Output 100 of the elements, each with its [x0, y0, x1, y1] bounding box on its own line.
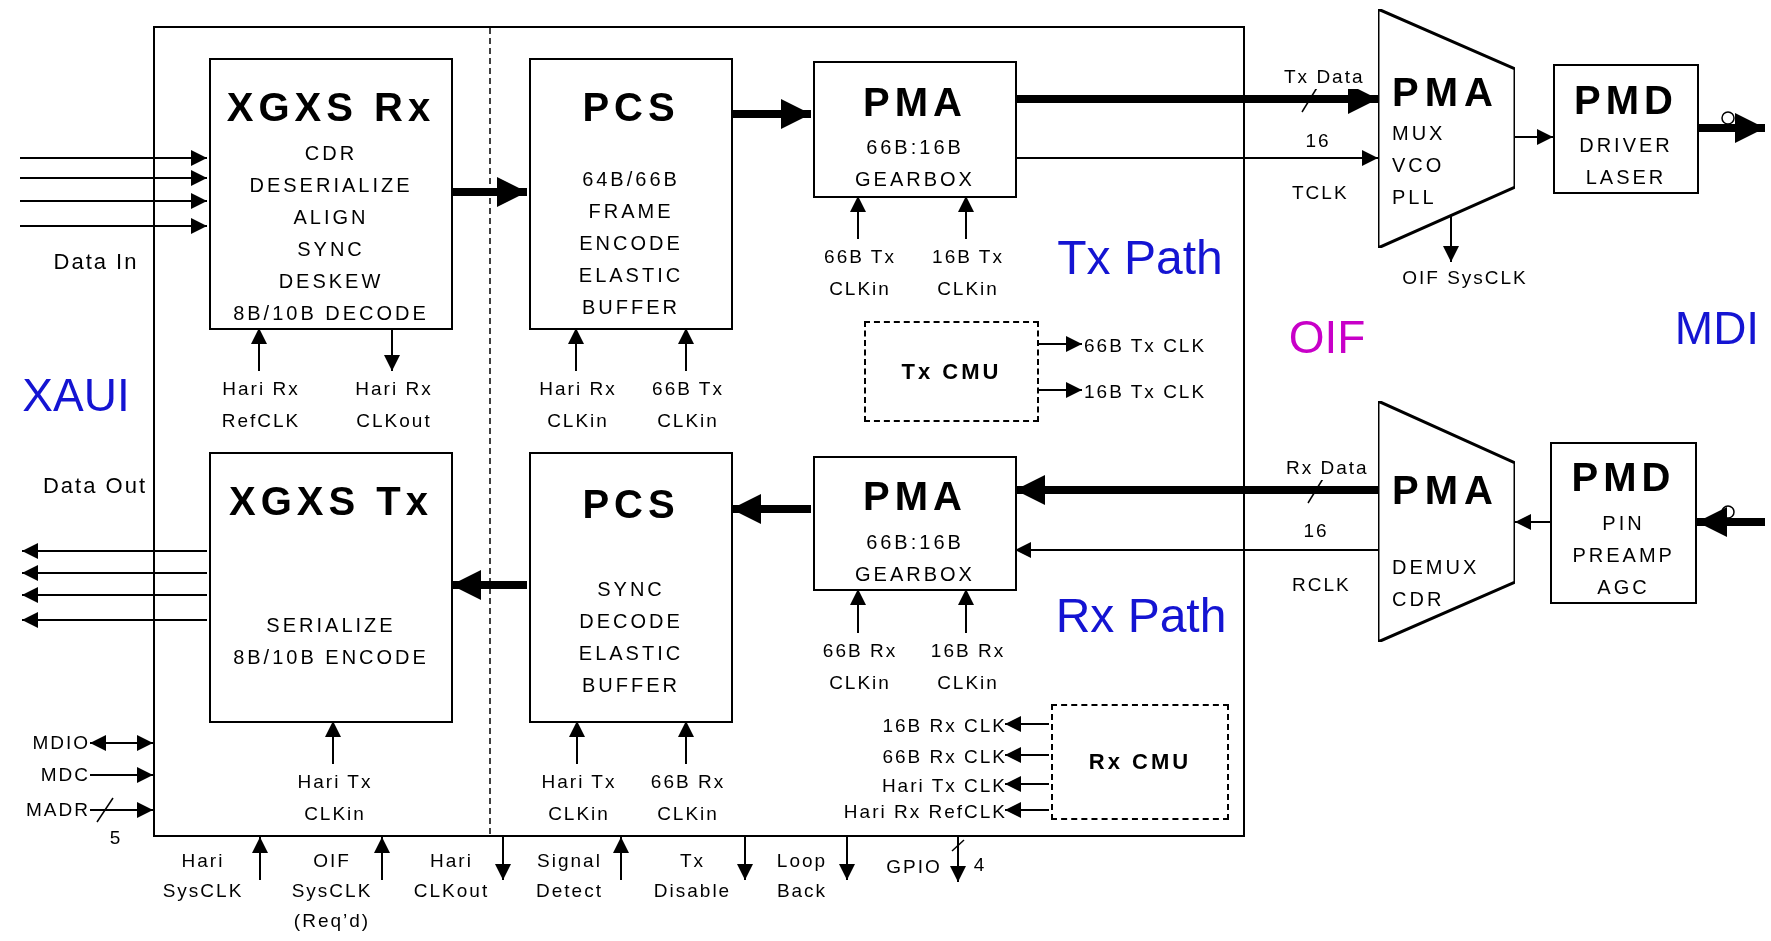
signal-label: OIF SysCLK (Req’d)	[282, 846, 382, 936]
chip-outline	[153, 26, 1245, 837]
arrow	[19, 150, 208, 166]
dashed-block-box	[1051, 704, 1229, 820]
block-title: PMD	[1573, 77, 1679, 124]
arrow	[1036, 382, 1083, 398]
block-box	[1553, 64, 1699, 194]
block-box	[813, 456, 1017, 591]
arrow	[678, 327, 694, 372]
bus-width-label: 16	[1302, 519, 1330, 543]
block-box	[209, 58, 453, 330]
block-text: ALIGN	[292, 205, 370, 230]
arrow	[1004, 747, 1050, 763]
signal-label: 66B Tx CLK	[1084, 331, 1244, 361]
arrow	[958, 588, 974, 634]
arrow	[1004, 776, 1050, 792]
block-title: PMA	[1391, 467, 1499, 514]
port-label: Data Out	[41, 472, 148, 500]
signal-label: 16B Rx CLK	[807, 713, 1007, 739]
arrow	[1036, 336, 1083, 352]
port-label: Data In	[52, 248, 140, 276]
region-label: Rx Path	[1054, 588, 1228, 644]
arrow	[89, 767, 154, 783]
signal-label: OIF SysCLK	[1400, 262, 1530, 326]
signal-label: Loop Back	[757, 846, 847, 906]
arrow	[613, 836, 629, 881]
arrow	[19, 218, 208, 234]
arrow	[1004, 716, 1050, 732]
arrow	[850, 195, 866, 240]
arrow	[21, 565, 208, 581]
bus-width-label: 16	[1304, 129, 1332, 153]
arrow	[678, 720, 694, 765]
signal-label: 66B Rx CLK	[807, 744, 1007, 770]
signal-label: Hari SysCLK	[146, 846, 260, 906]
signal-label: Hari CLKout	[400, 846, 503, 906]
bus-width-label: 4	[972, 853, 988, 877]
block-title: PMA	[862, 473, 968, 520]
signal-label: Hari Rx CLKout	[334, 373, 454, 437]
block-text: PIN PREAMP AGC	[1572, 511, 1675, 600]
arrow	[569, 720, 585, 765]
block-text: DESERIALIZE	[248, 173, 414, 198]
arrow	[737, 836, 753, 881]
block-text: 66B:16B GEARBOX	[855, 135, 975, 192]
block-title: PCS	[581, 481, 681, 528]
signal-label: GPIO	[870, 852, 958, 882]
arrow	[1015, 475, 1378, 505]
block-text: SYNC	[296, 237, 366, 262]
block-title: PMA	[1391, 69, 1499, 116]
block-box	[1550, 442, 1697, 604]
arrow	[958, 195, 974, 240]
arrow	[1014, 150, 1379, 166]
bus-width-label: 5	[108, 826, 124, 850]
arrow	[1014, 542, 1379, 558]
arrow	[950, 836, 966, 883]
signal-label: MDC	[6, 761, 90, 789]
block-text: CDR	[303, 141, 359, 166]
block-text: 64B/66B FRAME ENCODE	[579, 167, 683, 256]
signal-label: Hari Tx CLKin	[275, 766, 395, 830]
block-text: 8B/10B DECODE	[232, 301, 430, 326]
block-box	[529, 452, 733, 723]
block-text: SYNC DECODE	[579, 577, 683, 634]
arrow	[89, 802, 154, 818]
block-text: MUX VCO PLL	[1391, 121, 1446, 210]
signal-label: MDIO	[6, 729, 90, 757]
block-title: XGXS Rx	[225, 84, 437, 131]
block-text: DESKEW	[277, 269, 385, 294]
arrow	[568, 327, 584, 372]
arrow	[495, 836, 511, 881]
signal-label: Tx Disable	[640, 846, 745, 906]
block-box	[529, 58, 733, 330]
block-text: 66B:16B GEARBOX	[855, 530, 975, 587]
arrow	[21, 587, 208, 603]
arrow	[19, 193, 208, 209]
block-text: DEMUX CDR	[1391, 555, 1480, 612]
dashed-block-box	[864, 321, 1039, 422]
region-label: MDI	[1673, 301, 1761, 356]
arrow	[1004, 802, 1050, 818]
signal-label: 16B Tx CLK	[1084, 377, 1244, 407]
signal-label: Hari Tx CLK	[807, 773, 1007, 799]
arrow	[850, 588, 866, 634]
double-arrow	[89, 735, 154, 751]
block-title: XGXS Tx	[228, 478, 434, 525]
region-label: XAUI	[21, 368, 131, 423]
signal-label: Hari Rx RefCLK	[201, 373, 321, 437]
block-text: ELASTIC BUFFER	[578, 263, 684, 320]
block-title: PMA	[862, 79, 968, 126]
block-text: SERIALIZE	[265, 613, 397, 638]
arrow	[325, 720, 341, 765]
block-box	[209, 452, 453, 723]
signal-label: Hari Rx RefCLK	[807, 799, 1007, 825]
arrow	[21, 543, 208, 559]
block-text: 8B/10B ENCODE	[232, 645, 430, 670]
block-title: PMD	[1570, 454, 1677, 501]
block-title: Tx CMU	[901, 358, 1002, 385]
signal-label: Signal Detect	[518, 846, 621, 906]
signal-label: MADR	[6, 796, 90, 824]
region-label: OIF	[1287, 310, 1367, 365]
arrow	[252, 836, 268, 881]
block-box	[813, 61, 1017, 198]
arrow	[839, 836, 855, 881]
